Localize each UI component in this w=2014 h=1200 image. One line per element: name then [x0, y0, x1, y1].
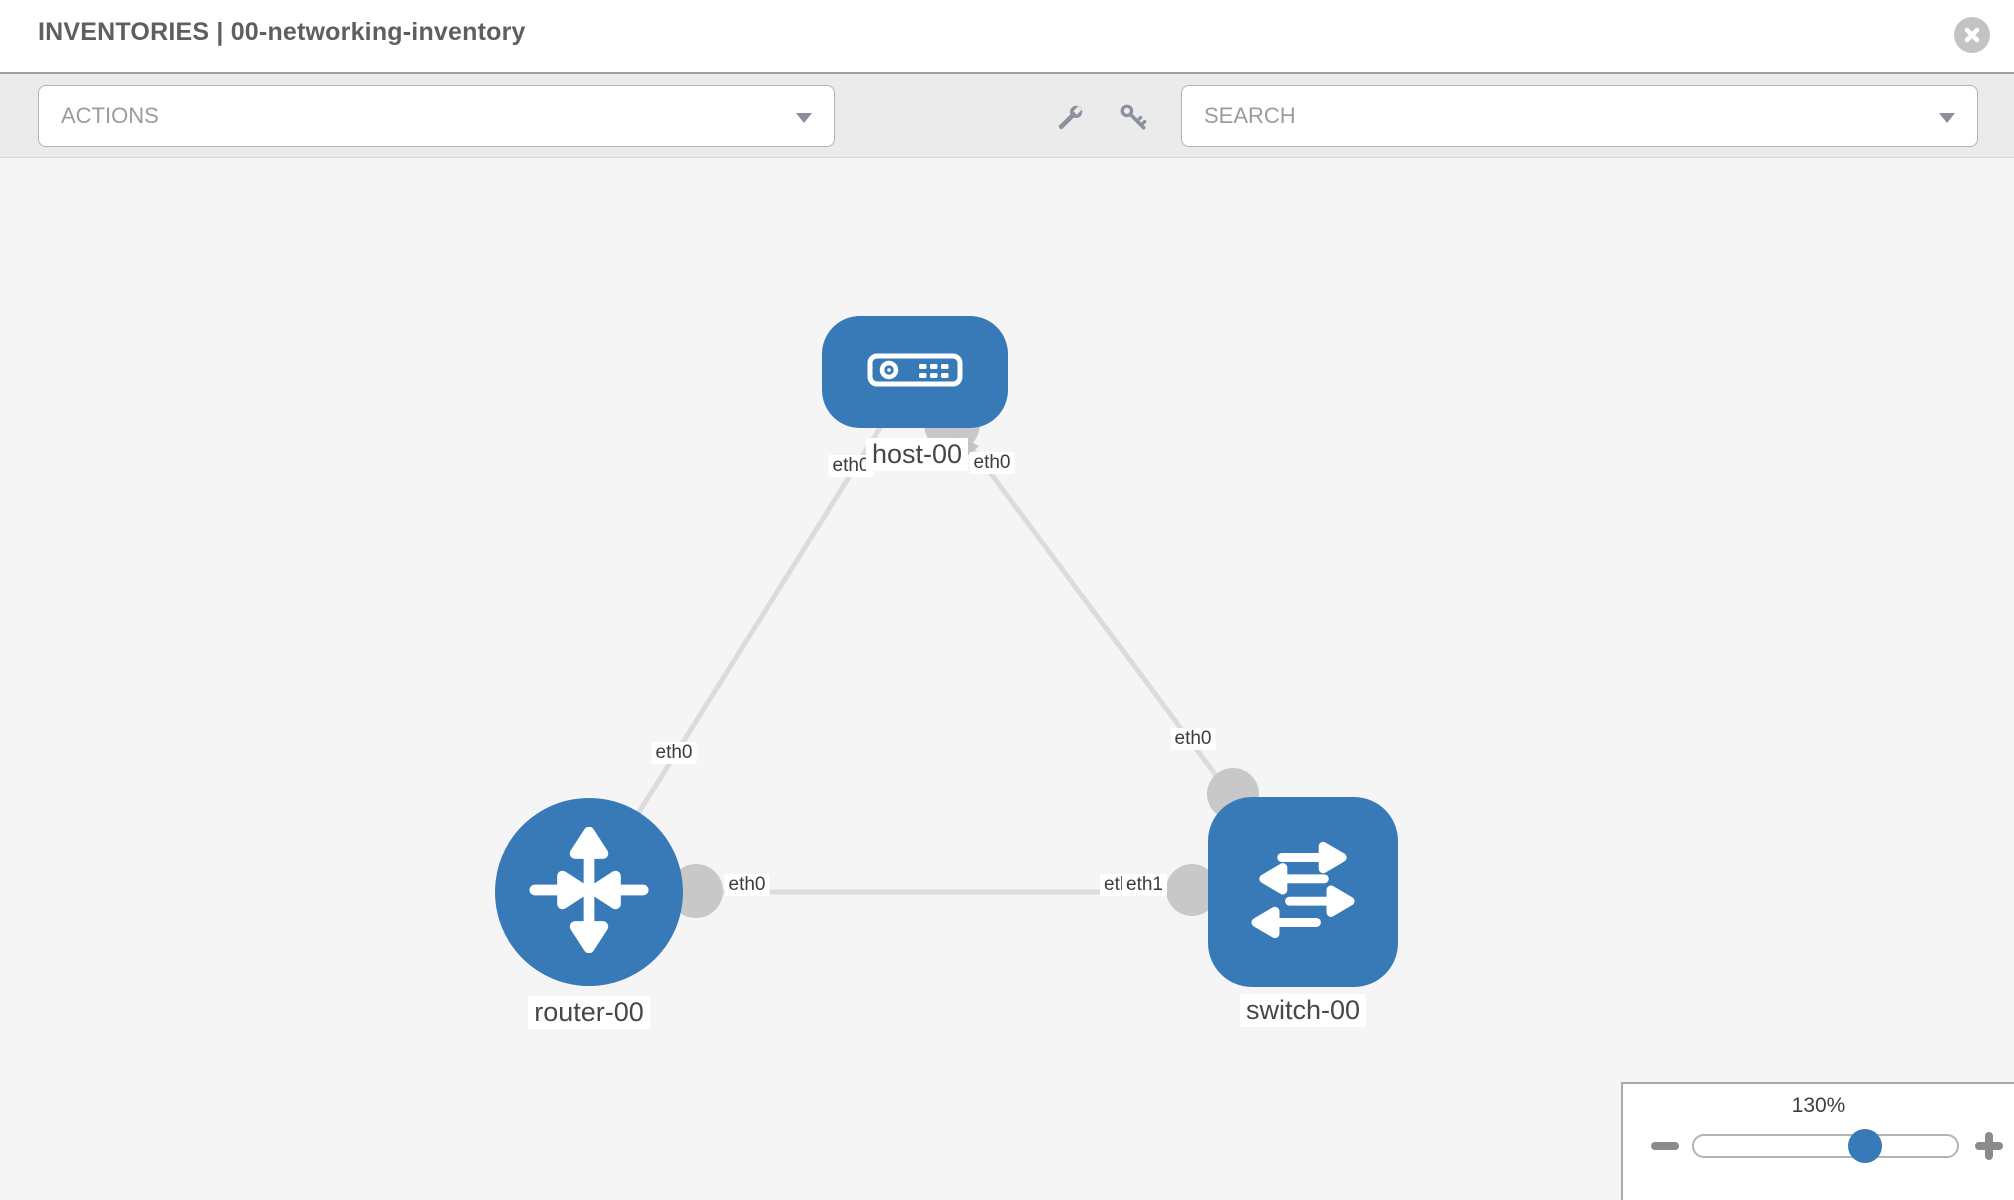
router-icon — [526, 826, 652, 958]
interface-label-switch-to-router: eth1 — [1122, 874, 1167, 896]
search-dropdown[interactable]: SEARCH — [1181, 85, 1978, 147]
actions-dropdown[interactable]: ACTIONS — [38, 85, 835, 147]
page-title: INVENTORIES | 00-networking-inventory — [38, 18, 526, 46]
node-router[interactable] — [495, 798, 683, 986]
zoom-out-button[interactable] — [1651, 1142, 1679, 1150]
zoom-in-button[interactable] — [1975, 1132, 2003, 1160]
switch-icon — [1247, 834, 1359, 951]
interface-label-router-to-switch: eth0 — [724, 874, 770, 896]
interface-label-switch-to-host: eth0 — [1170, 728, 1216, 750]
interface-connector-router[interactable] — [669, 864, 723, 918]
chevron-down-icon — [1939, 113, 1955, 123]
interface-connector-switch-left[interactable] — [1166, 864, 1218, 916]
links-layer — [586, 370, 1306, 918]
close-button[interactable] — [1954, 17, 1990, 53]
credentials-button[interactable] — [1116, 100, 1152, 136]
chevron-down-icon — [796, 113, 812, 123]
actions-dropdown-label: ACTIONS — [61, 103, 159, 128]
node-label-router: router-00 — [528, 996, 650, 1029]
topology-canvas[interactable]: host-00 router-00 switch-00 eth0 eth0 et… — [0, 158, 2014, 1200]
interface-label-host-to-switch: eth0 — [969, 452, 1015, 474]
host-icon — [867, 353, 963, 392]
zoom-level-value: 130% — [1791, 1094, 1846, 1117]
zoom-slider-thumb[interactable] — [1848, 1129, 1882, 1163]
interface-label-router-to-host: eth0 — [651, 742, 697, 764]
search-dropdown-label: SEARCH — [1204, 103, 1296, 128]
toolbar: ACTIONS — [0, 72, 2014, 158]
node-label-switch: switch-00 — [1239, 994, 1367, 1027]
zoom-slider-track[interactable] — [1692, 1134, 1959, 1158]
wrench-icon — [1052, 105, 1088, 140]
key-icon — [1116, 104, 1152, 140]
header: INVENTORIES | 00-networking-inventory — [0, 0, 2014, 72]
interface-label-host-to-router: eth0 — [828, 455, 874, 477]
node-label-host: host-00 — [865, 438, 969, 471]
zoom-control-panel: 130% — [1621, 1082, 2014, 1200]
node-host[interactable] — [822, 316, 1008, 428]
node-switch[interactable] — [1208, 797, 1398, 987]
tools-button[interactable] — [1052, 100, 1088, 136]
